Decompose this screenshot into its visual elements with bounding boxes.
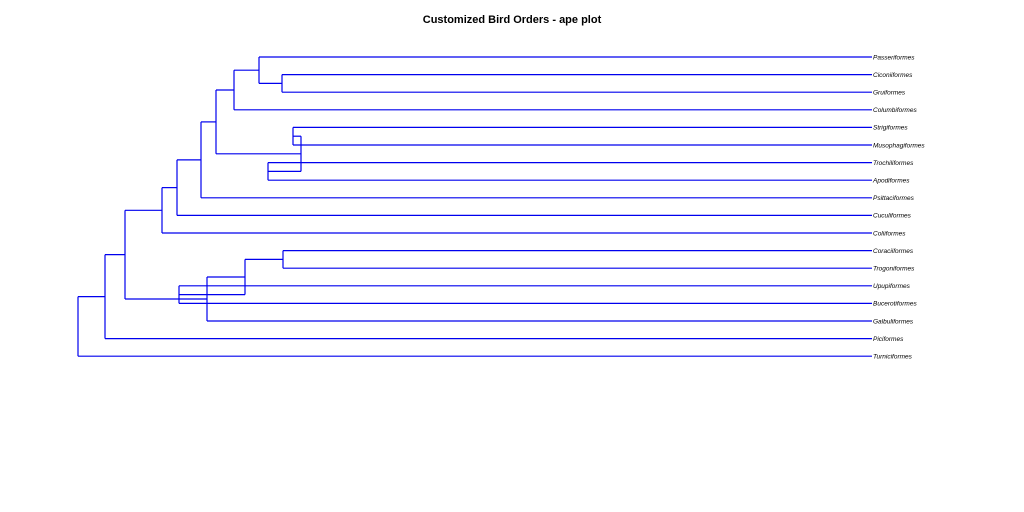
tip-label: Upupiformes	[873, 283, 911, 290]
tip-label: Trogoniformes	[873, 266, 915, 273]
tip-label: Ciconiiformes	[873, 72, 913, 79]
tip-label: Trochiliformes	[873, 160, 914, 167]
plot-title: Customized Bird Orders - ape plot	[422, 14, 602, 26]
tip-label: Musophagiformes	[873, 142, 925, 149]
tip-label: Coraciiformes	[873, 248, 914, 255]
tip-label: Gruiformes	[873, 90, 906, 97]
tip-label: Galbuliformes	[873, 318, 914, 325]
tip-label: Bucerotiformes	[873, 301, 917, 308]
tip-label: Apodiformes	[872, 178, 910, 185]
tip-label: Columbiformes	[873, 107, 917, 114]
tip-label: Piciformes	[873, 336, 904, 343]
tip-label: Psittaciformes	[873, 195, 915, 202]
tip-label: Cuculiformes	[873, 213, 912, 220]
tip-label: Strigiformes	[873, 125, 908, 132]
tip-label: Passeriformes	[873, 54, 915, 61]
tip-label: Turniciformes	[873, 354, 913, 361]
tip-label: Coliiformes	[873, 230, 906, 237]
